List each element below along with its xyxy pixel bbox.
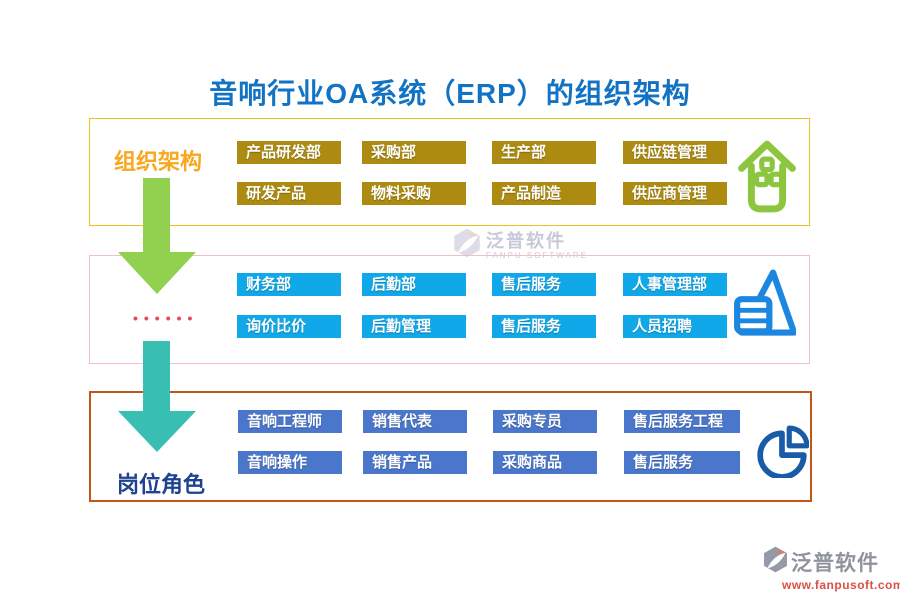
dept-node: 财务部 — [237, 273, 341, 296]
corner-watermark-brand: 泛普软件 — [791, 552, 879, 575]
triangle-list-icon — [734, 267, 798, 345]
role-node: 音响工程师 — [238, 410, 342, 433]
fanpu-logo-icon — [452, 227, 482, 264]
role-node: 采购商品 — [493, 451, 597, 474]
page-title: 音响行业OA系统（ERP）的组织架构 — [209, 78, 691, 109]
corner-watermark: 泛普软件 www.fanpusoft.com — [762, 546, 900, 592]
org-node: 产品制造 — [492, 182, 596, 205]
section-departments: •••••• 财务部 后勤部 售后服务 人事管理部 询价比价 后勤管理 售后服务… — [89, 255, 810, 364]
section-roles: 岗位角色 音响工程师 销售代表 采购专员 售后服务工程 音响操作 销售产品 采购… — [89, 391, 812, 502]
corner-watermark-url: www.fanpusoft.com — [782, 578, 900, 592]
org-node: 物料采购 — [362, 182, 466, 205]
org-node: 生产部 — [492, 141, 596, 164]
down-arrow-green-icon — [118, 178, 196, 301]
ellipsis-dots: •••••• — [133, 310, 199, 326]
dept-node: 售后服务 — [492, 315, 596, 338]
dept-node: 人员招聘 — [623, 315, 727, 338]
dept-node: 人事管理部 — [623, 273, 727, 296]
dept-node: 后勤管理 — [362, 315, 466, 338]
dept-node: 售后服务 — [492, 273, 596, 296]
org-node: 采购部 — [362, 141, 466, 164]
section-organization-label: 组织架构 — [114, 149, 203, 174]
dept-node: 后勤部 — [362, 273, 466, 296]
pie-chart-icon — [757, 424, 810, 483]
home-icon — [738, 136, 796, 222]
role-node: 采购专员 — [493, 410, 597, 433]
fanpu-logo-icon — [762, 546, 789, 578]
role-node: 售后服务工程 — [624, 410, 740, 433]
org-node: 供应商管理 — [623, 182, 727, 205]
section-roles-label: 岗位角色 — [117, 472, 206, 497]
org-node: 供应链管理 — [623, 141, 727, 164]
role-node: 销售产品 — [363, 451, 467, 474]
down-arrow-teal-icon — [118, 341, 196, 459]
section-organization: 组织架构 产品研发部 采购部 生产部 供应链管理 研发产品 物料采购 产品制造 … — [89, 118, 810, 226]
role-node: 音响操作 — [238, 451, 342, 474]
org-node: 研发产品 — [237, 182, 341, 205]
role-node: 售后服务 — [624, 451, 740, 474]
role-node: 销售代表 — [363, 410, 467, 433]
org-node: 产品研发部 — [237, 141, 341, 164]
dept-node: 询价比价 — [237, 315, 341, 338]
center-watermark-brand: 泛普软件 — [486, 230, 566, 251]
